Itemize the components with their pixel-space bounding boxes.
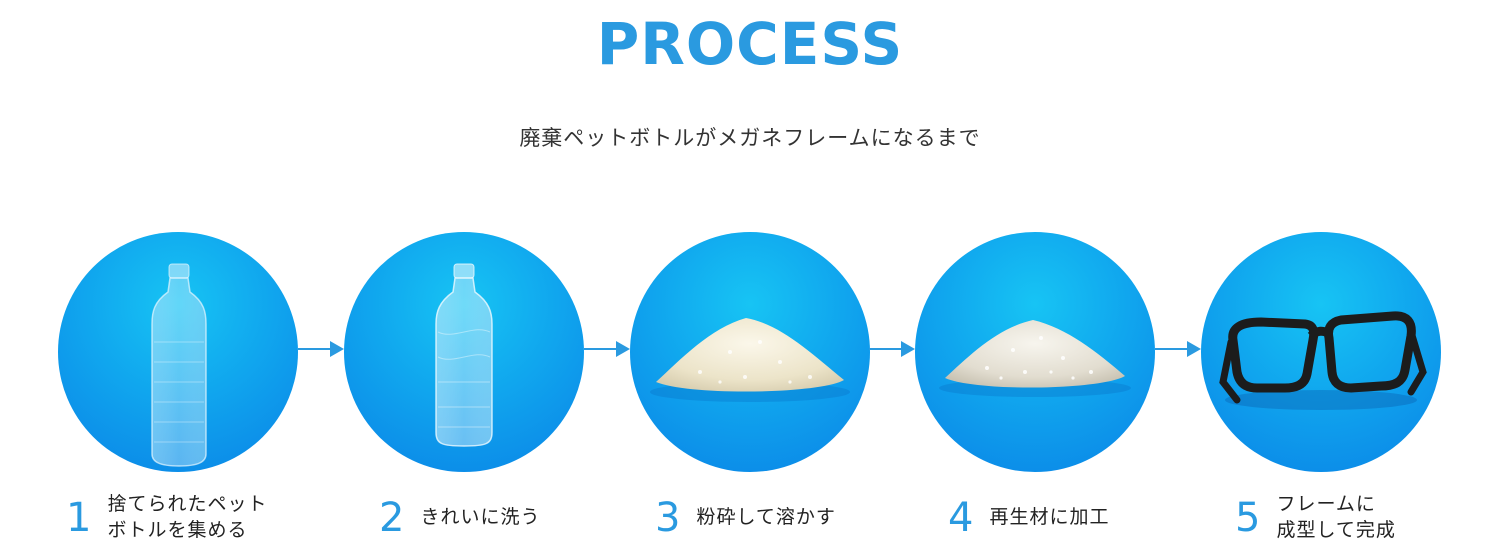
plastic-bottle-icon [151,263,207,467]
arrow-right-icon [1155,340,1201,358]
step-3-circle [630,232,870,472]
step-number: 1 [66,495,92,541]
step-1-image [58,232,298,472]
step-4-image [915,232,1155,472]
arrow-right-icon [298,340,344,358]
step-description: きれいに洗う [420,506,541,529]
step-5-circle [1201,232,1441,472]
step-1-label: 1 捨てられたペット ボトルを集める [66,488,267,548]
step-description-line: 捨てられたペット [107,493,268,516]
eyeglasses-icon [1219,311,1427,410]
step-2-circle [344,232,584,472]
arrow-right-icon [869,340,915,358]
step-3-label: 3 粉砕して溶かす [655,488,836,548]
step-number: 3 [655,495,681,541]
clean-bottle-icon [435,263,493,447]
flakes-pile-icon [650,318,850,402]
step-5-image [1201,232,1441,472]
step-2-label: 2 きれいに洗う [379,488,540,548]
step-4-circle [915,232,1155,472]
step-description: 粉砕して溶かす [696,506,836,529]
step-description-line: 成型して完成 [1276,519,1396,541]
step-1-circle [58,232,298,472]
step-3-image [630,232,870,472]
step-number: 5 [1235,495,1261,541]
step-description-line: ボトルを集める [107,519,248,541]
pellets-pile-icon [939,320,1131,397]
step-number: 4 [948,495,974,541]
page-subtitle: 廃棄ペットボトルがメガネフレームになるまで [519,126,981,150]
page-title: PROCESS [596,10,904,78]
step-number: 2 [379,495,405,541]
step-description: 捨てられたペット ボトルを集める [107,492,267,543]
step-2-image [344,232,584,472]
step-4-label: 4 再生材に加工 [948,488,1109,548]
step-description: フレームに 成型して完成 [1276,492,1395,543]
arrow-right-icon [584,340,630,358]
step-5-label: 5 フレームに 成型して完成 [1235,488,1396,548]
step-description-line: フレームに [1276,493,1376,516]
step-description: 再生材に加工 [989,506,1110,529]
